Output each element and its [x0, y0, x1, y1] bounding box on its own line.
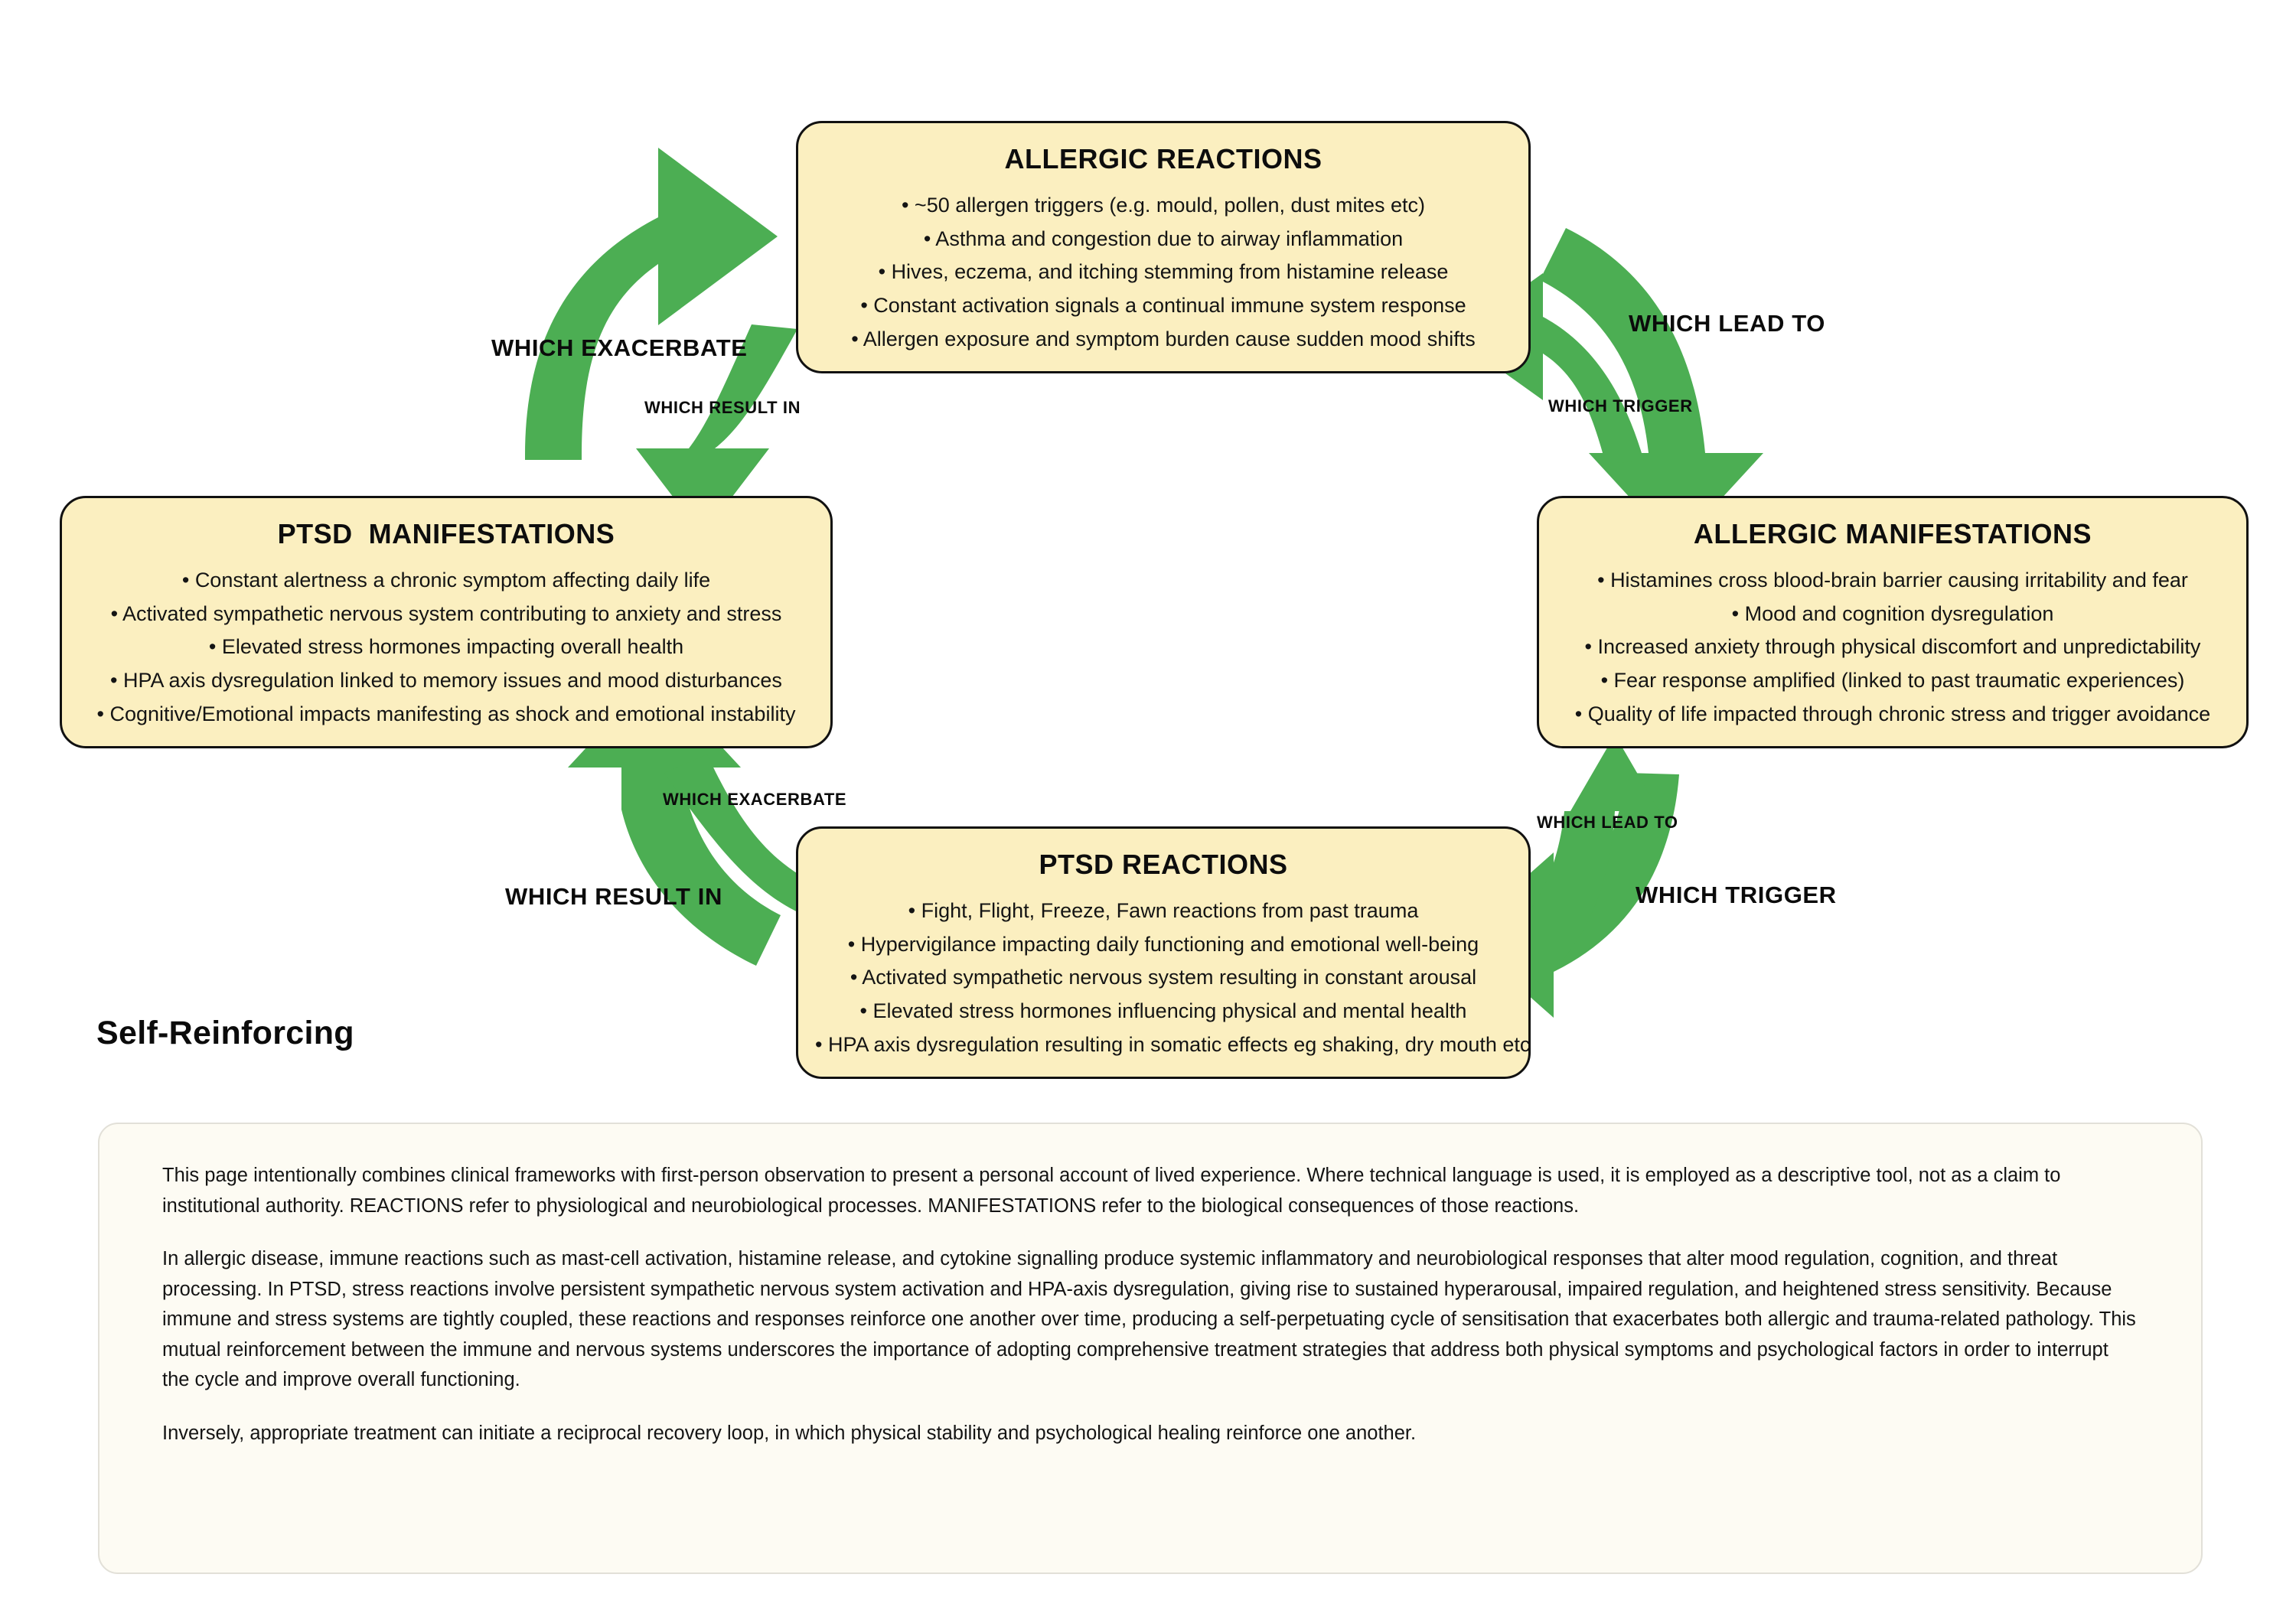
arrow-label-which-trigger-top: WHICH TRIGGER [1548, 396, 1693, 416]
note-paragraph: This page intentionally combines clinica… [162, 1165, 2061, 1217]
list-item: • Constant activation signals a continua… [860, 294, 1466, 318]
list-item: • HPA axis dysregulation linked to memor… [110, 669, 782, 693]
node-bullet-list: • ~50 allergen triggers (e.g. mould, pol… [815, 189, 1512, 357]
node-ptsd-reactions: PTSD REACTIONS • Fight, Flight, Freeze, … [796, 826, 1531, 1079]
list-item: • Histamines cross blood-brain barrier c… [1597, 569, 2188, 592]
node-allergic-reactions: ALLERGIC REACTIONS • ~50 allergen trigge… [796, 121, 1531, 373]
arrow-label-which-exacerbate-bottom: WHICH EXACERBATE [663, 790, 847, 809]
node-bullet-list: • Fight, Flight, Freeze, Fawn reactions … [815, 895, 1531, 1062]
arrow-ptsd-manifestations-to-allergic-reactions [525, 148, 778, 460]
arrow-ptsd-reactions-to-allergic-manifestations [1502, 735, 1659, 984]
node-ptsd-manifestations: PTSD MANIFESTATIONS • Constant alertness… [60, 496, 833, 748]
arrow-label-which-result-in-bottom: WHICH RESULT IN [505, 883, 722, 910]
node-bullet-list: • Histamines cross blood-brain barrier c… [1556, 564, 2229, 732]
list-item: • Fight, Flight, Freeze, Fawn reactions … [908, 899, 1419, 922]
arrow-allergic-reactions-to-ptsd-manifestations [636, 324, 797, 536]
note-paragraph: Inversely, appropriate treatment can ini… [162, 1422, 1417, 1444]
note-paragraph: In allergic disease, immune reactions su… [162, 1248, 2136, 1391]
node-allergic-manifestations: ALLERGIC MANIFESTATIONS • Histamines cro… [1537, 496, 2249, 748]
node-bullet-list: • Constant alertness a chronic symptom a… [79, 564, 814, 732]
list-item: • Mood and cognition dysregulation [1731, 601, 2054, 625]
list-item: • HPA axis dysregulation resulting in so… [815, 1032, 1531, 1056]
node-title: ALLERGIC REACTIONS [1004, 143, 1322, 174]
self-reinforcing-caption: Self-Reinforcing [96, 1015, 354, 1051]
arrow-allergic-reactions-to-allergic-manifestations [1540, 228, 1763, 548]
list-item: • Cognitive/Emotional impacts manifestin… [96, 702, 796, 725]
arrow-label-which-lead-to-bottom: WHICH LEAD TO [1537, 813, 1678, 832]
list-item: • Activated sympathetic nervous system c… [110, 601, 782, 625]
list-item: • Quality of life impacted through chron… [1574, 702, 2211, 725]
list-item: • ~50 allergen triggers (e.g. mould, pol… [901, 194, 1426, 217]
list-item: • Fear response amplified (linked to pas… [1600, 669, 2185, 693]
list-item: • Asthma and congestion due to airway in… [923, 227, 1404, 250]
arrow-label-which-trigger-bottom: WHICH TRIGGER [1636, 882, 1837, 908]
node-title: PTSD MANIFESTATIONS [277, 518, 615, 549]
list-item: • Hives, eczema, and itching stemming fr… [878, 260, 1449, 284]
list-item: • Constant alertness a chronic symptom a… [181, 569, 711, 592]
list-item: • Increased anxiety through physical dis… [1584, 635, 2201, 659]
arrow-label-which-exacerbate-top: WHICH EXACERBATE [491, 334, 748, 361]
node-title: ALLERGIC MANIFESTATIONS [1693, 518, 2092, 549]
node-title: PTSD REACTIONS [1039, 849, 1288, 880]
arrow-label-which-result-in-top: WHICH RESULT IN [644, 398, 801, 417]
arrow-label-which-lead-to-top: WHICH LEAD TO [1629, 310, 1825, 337]
list-item: • Elevated stress hormones influencing p… [859, 999, 1467, 1023]
explanatory-note-panel: This page intentionally combines clinica… [98, 1123, 2203, 1574]
list-item: • Allergen exposure and symptom burden c… [851, 327, 1476, 350]
list-item: • Hypervigilance impacting daily functio… [847, 932, 1479, 956]
list-item: • Activated sympathetic nervous system r… [850, 966, 1477, 989]
list-item: • Elevated stress hormones impacting ove… [208, 635, 684, 659]
